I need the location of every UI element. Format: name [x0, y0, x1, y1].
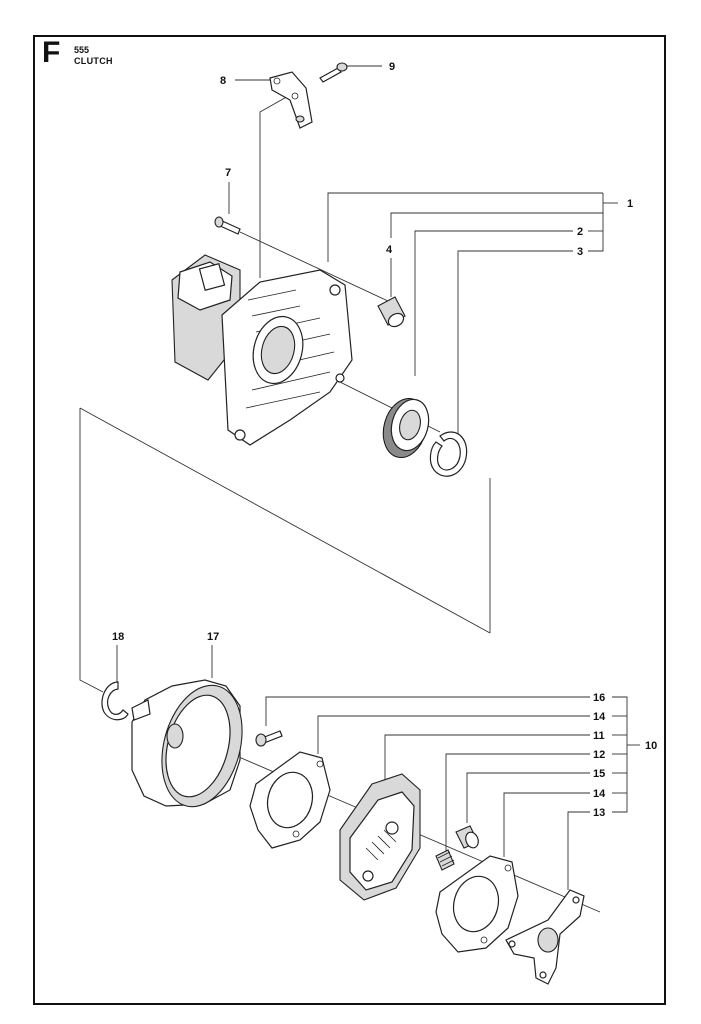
callout-13: 13 — [593, 807, 605, 819]
callout-17: 17 — [207, 631, 219, 643]
callout-labels: 9 8 7 4 1 2 3 18 17 16 14 11 10 12 15 14… — [112, 61, 657, 819]
diagram-frame — [33, 35, 666, 1005]
callout-15: 15 — [593, 768, 605, 780]
part-9-screw — [319, 62, 348, 83]
callout-4: 4 — [386, 244, 393, 256]
leader-lines-upper — [79, 65, 618, 693]
callout-14-top: 14 — [593, 711, 606, 723]
part-12-spring — [435, 849, 455, 871]
callout-18: 18 — [112, 631, 124, 643]
callout-16: 16 — [593, 692, 605, 704]
callout-2: 2 — [577, 226, 583, 238]
part-14-washer-plate-b — [435, 855, 519, 953]
section-title: CLUTCH — [74, 56, 113, 66]
part-2-bearing — [382, 398, 430, 458]
model-number: 555 — [74, 45, 90, 55]
part-15-bushing — [455, 825, 479, 849]
part-1-clutch-housing — [171, 254, 353, 446]
part-11-clutch-shoes — [339, 773, 421, 901]
callout-1: 1 — [627, 198, 633, 210]
part-18-circlip — [101, 681, 129, 721]
callout-7: 7 — [225, 167, 231, 179]
part-16-screw — [255, 730, 283, 747]
part-17-clutch-drum — [131, 679, 243, 808]
section-letter: F — [42, 36, 61, 69]
callout-8: 8 — [220, 75, 226, 87]
callout-10: 10 — [645, 740, 657, 752]
callout-14-bottom: 14 — [593, 788, 606, 800]
callout-12: 12 — [593, 749, 605, 761]
part-4-bushing — [377, 296, 406, 328]
callout-11: 11 — [593, 730, 605, 742]
callout-9: 9 — [389, 61, 395, 73]
part-8-bracket — [269, 71, 313, 129]
part-13-clutch-hub — [505, 889, 585, 985]
callout-3: 3 — [577, 246, 583, 258]
part-7-bolt — [214, 216, 241, 235]
part-14-washer-plate-a — [249, 751, 331, 849]
part-3-circlip — [429, 431, 468, 477]
